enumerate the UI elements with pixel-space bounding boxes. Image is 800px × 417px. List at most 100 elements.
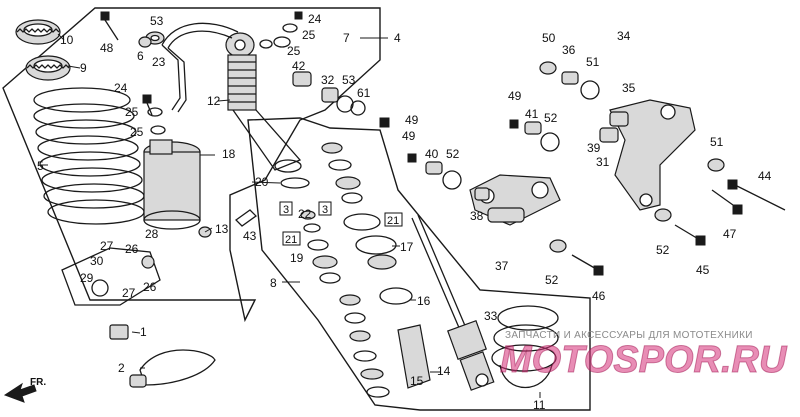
seal-52-top	[540, 132, 560, 152]
callout-31: 31	[596, 155, 610, 169]
callout-41: 41	[525, 107, 539, 121]
callout-box-3a	[279, 201, 293, 216]
callout-35: 35	[622, 81, 636, 95]
washer-25-b	[150, 125, 166, 135]
callout-44: 44	[758, 169, 772, 183]
nut-49-mid	[509, 119, 519, 129]
callout-26a: 26	[125, 242, 139, 256]
banjo-fitting-top	[259, 11, 303, 49]
callout-23: 23	[152, 55, 166, 69]
bolt-47	[711, 189, 743, 215]
callout-48: 48	[100, 41, 114, 55]
callout-46: 46	[592, 289, 606, 303]
callout-3b: 3	[322, 204, 328, 216]
washer-52-bottom	[549, 239, 567, 253]
callout-16: 16	[417, 294, 431, 308]
front-marker-label: FR.	[30, 377, 46, 388]
callout-49a: 49	[405, 113, 419, 127]
callout-25a: 25	[125, 105, 139, 119]
callout-20: 20	[255, 175, 269, 189]
callout-19: 19	[290, 251, 304, 265]
callout-8: 8	[270, 276, 277, 290]
callout-53b: 53	[342, 73, 356, 87]
shock-absorber-body-12	[225, 32, 302, 173]
callout-15: 15	[410, 374, 424, 388]
callout-1: 1	[140, 325, 147, 339]
callout-43: 43	[243, 229, 257, 243]
collar-35	[609, 111, 629, 127]
callout-5: 5	[37, 159, 44, 173]
seal-52-low	[442, 170, 462, 190]
callout-36: 36	[562, 43, 576, 57]
reservoir-hose-23	[161, 22, 239, 113]
leader-lines	[40, 33, 541, 398]
bump-stop-11	[491, 305, 559, 388]
cushion-arm-37	[469, 174, 561, 226]
callout-26b: 26	[143, 280, 157, 294]
callout-22: 22	[298, 207, 312, 221]
callout-25c: 25	[302, 28, 316, 42]
callout-27a: 27	[100, 239, 114, 253]
callout-52d: 52	[545, 273, 559, 287]
bolt-46	[571, 254, 604, 276]
caution-label-43	[234, 209, 258, 227]
adjuster-cap-assembly	[61, 247, 161, 306]
damper-rod-parts-stack-left	[300, 210, 341, 284]
callout-6: 6	[137, 49, 144, 63]
group-frame-4	[2, 7, 381, 323]
callout-12: 12	[207, 94, 221, 108]
bushing-6	[138, 36, 152, 48]
callout-30: 30	[90, 254, 104, 268]
bolt-48	[100, 11, 119, 41]
watermark-caption: ЗАПЧАСТИ И АКСЕССУАРЫ ДЛЯ МОТОТЕХНИКИ	[505, 330, 753, 341]
callout-53a: 53	[150, 14, 164, 28]
callout-38: 38	[470, 209, 484, 223]
callout-42: 42	[292, 59, 306, 73]
callout-51b: 51	[710, 135, 724, 149]
watermark-logo: MOTOSPOR.RU	[500, 339, 788, 381]
callout-3a: 3	[283, 204, 289, 216]
washer-52-right	[654, 208, 672, 222]
nut-49-low	[407, 153, 417, 163]
callout-39: 39	[587, 141, 601, 155]
callout-45: 45	[696, 263, 710, 277]
callout-50: 50	[542, 31, 556, 45]
dust-seal-50	[539, 61, 557, 75]
spring-lock-nut-10	[15, 19, 61, 45]
callout-25d: 25	[287, 44, 301, 58]
callout-7: 7	[343, 31, 350, 45]
callout-box-21b	[282, 231, 301, 246]
callout-17: 17	[400, 240, 414, 254]
bushing-42	[292, 71, 312, 87]
washer-51-right	[707, 158, 725, 172]
damper-rod-parts-stack-center	[321, 142, 413, 398]
callout-47: 47	[723, 227, 737, 241]
callout-11: 11	[533, 398, 546, 412]
callout-14: 14	[437, 364, 451, 378]
callout-28: 28	[145, 227, 159, 241]
callout-33: 33	[484, 309, 498, 323]
seal-51-top	[580, 80, 600, 100]
reservoir-18	[143, 139, 201, 230]
nut-49	[379, 117, 390, 128]
washer-25-a	[147, 107, 163, 117]
callout-52b: 52	[446, 147, 460, 161]
callout-18: 18	[222, 147, 236, 161]
group-frame-8	[247, 117, 591, 411]
callout-24b: 24	[308, 12, 322, 26]
callout-52a: 52	[544, 111, 558, 125]
front-direction-arrow: FR.	[3, 377, 46, 403]
callout-52c: 52	[656, 243, 670, 257]
callout-21a: 21	[387, 215, 399, 227]
callout-49c: 49	[402, 129, 416, 143]
callout-21b: 21	[285, 234, 297, 246]
bolt-44	[727, 179, 786, 211]
collar-38	[474, 187, 490, 201]
callout-25b: 25	[130, 125, 144, 139]
damper-rod-14	[411, 214, 495, 391]
cushion-connecting-rod-34	[609, 99, 696, 211]
collar-41	[524, 121, 542, 135]
callout-27b: 27	[122, 286, 136, 300]
bump-rubber-boot-15	[397, 324, 431, 389]
